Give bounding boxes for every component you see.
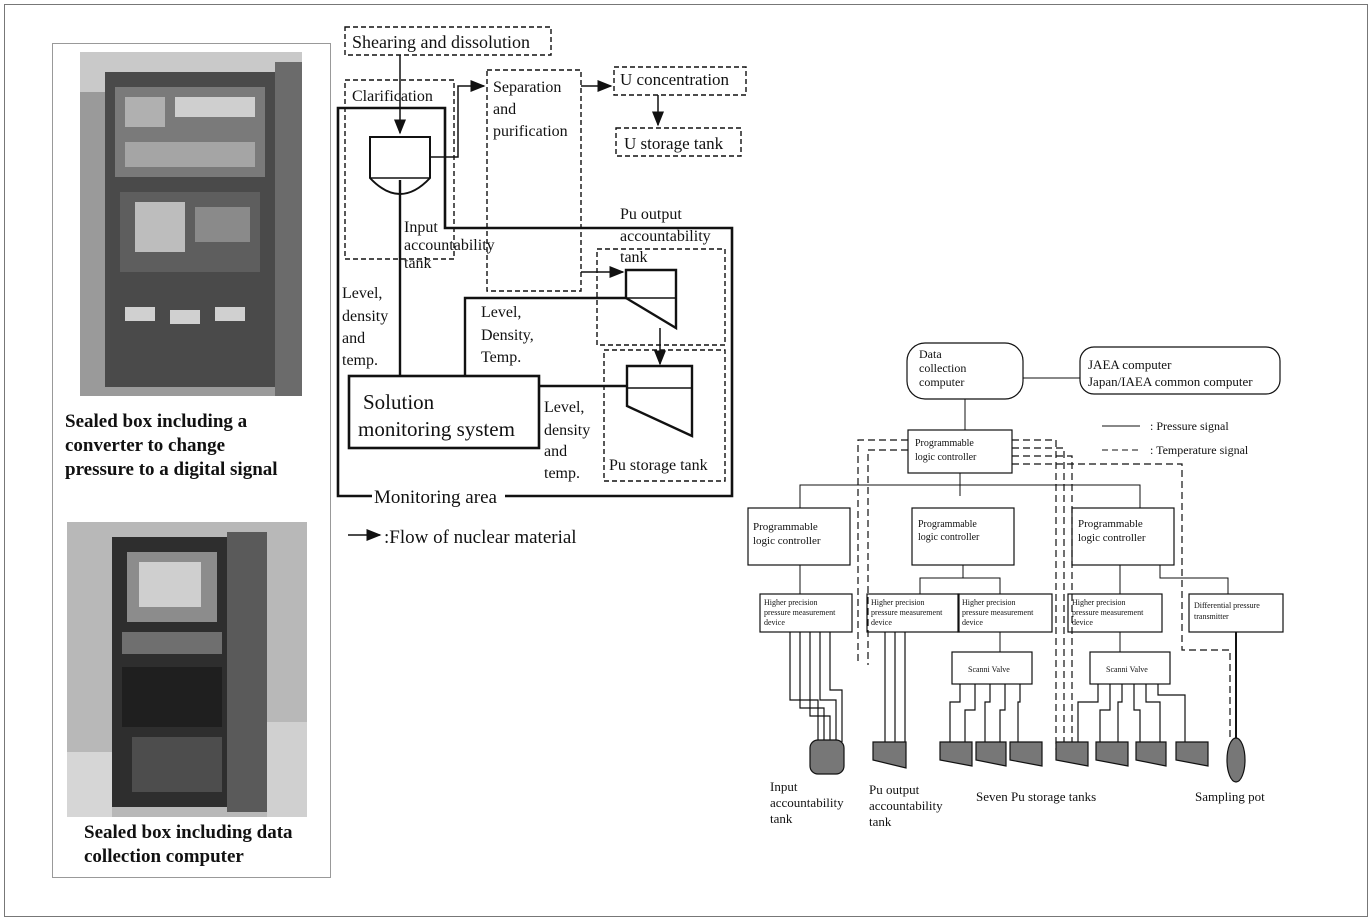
plc-distribution-lines [800,473,1140,508]
device-1-label: device [764,618,785,627]
level-right-label: density [544,422,590,439]
tanks-row [810,738,1245,782]
u-concentration-label: U concentration [620,70,730,89]
device-3-label: Higher precision [962,598,1016,607]
input-tank-label: tank [404,255,432,272]
monitoring-area-label: Monitoring area [374,487,498,508]
clarification-label: Clarification [352,88,433,105]
pu-storage-tank-5-icon [1096,742,1128,766]
pu-storage-tank-1-icon [940,742,972,766]
level-right-label: and [544,443,567,460]
plc-right-label: Programmable [1078,518,1143,530]
seven-tanks-caption: Seven Pu storage tanks [976,789,1096,804]
temperature-signal-lines [858,440,1230,750]
arrow-tank-to-separation [430,86,484,157]
device-5-label: transmitter [1194,612,1229,621]
plc-mid-label: Programmable [918,519,977,530]
separation-label: and [493,101,516,118]
plc-right-label: logic controller [1078,532,1146,544]
data-computer-label: collection [919,361,966,375]
pu-storage-tank-2-icon [976,742,1006,766]
legend-pressure-label: : Pressure signal [1150,419,1229,433]
separation-label: Separation [493,79,561,96]
device-4-label: Higher precision [1072,598,1126,607]
level-mid-label: Density, [481,327,534,344]
pu-storage-tank-7-icon [1176,742,1208,766]
level-mid-label: Temp. [481,349,521,366]
input-tank-caption: tank [770,811,793,826]
device-4-label: pressure measurement [1072,608,1144,617]
separation-label: purification [493,123,568,140]
pu-output-tank-label: accountability [620,228,711,245]
u-storage-label: U storage tank [624,134,724,153]
pu-output-tank-caption: Pu output [869,782,920,797]
level-right-label: Level, [544,399,584,416]
shearing-label: Shearing and dissolution [352,32,530,52]
plc-mid-label: logic controller [918,532,980,543]
pu-storage-tank-4-icon [1056,742,1088,766]
pu-output-tank-label: tank [620,249,648,266]
pu-output-tank-label: Pu output [620,206,682,223]
pu-output-tank-shape [626,270,676,328]
level-left-label: temp. [342,352,378,369]
level-right-label: temp. [544,465,580,482]
pressure-lines-valve1 [950,684,1020,742]
pu-output-tank-icon [873,742,906,768]
plc-main-label: Programmable [915,438,974,449]
pressure-lines-pu-output [885,632,905,742]
solution-monitoring-label: Solution [363,390,435,414]
pu-storage-tank-shape [627,366,692,436]
sampling-pot-caption: Sampling pot [1195,789,1265,804]
device-5-label: Differential pressure [1194,601,1260,610]
pu-storage-tank-3-icon [1010,742,1042,766]
plc-left-label: Programmable [753,521,818,533]
device-2-label: Higher precision [871,598,925,607]
input-tank-label: accountability [404,237,495,254]
plc-device-links [800,565,1228,594]
device-4-label: device [1072,618,1093,627]
data-computer-label: computer [919,375,964,389]
input-tank-label: Input [404,219,438,236]
pu-output-tank-caption: accountability [869,798,943,813]
pu-storage-tank-6-icon [1136,742,1166,766]
pu-storage-label: Pu storage tank [609,457,708,474]
flow-legend-label: :Flow of nuclear material [384,527,577,548]
jaea-computer-label: Japan/IAEA common computer [1088,374,1253,389]
level-mid-label: Level, [481,304,521,321]
scanni-valve-1-label: Scanni Valve [968,665,1010,674]
level-left-label: density [342,308,388,325]
device-3-label: pressure measurement [962,608,1034,617]
device-1-label: pressure measurement [764,608,836,617]
solution-monitoring-label: monitoring system [358,417,515,441]
input-tank-icon [810,740,844,774]
plc-left-label: logic controller [753,535,821,547]
device-2-label: device [871,618,892,627]
input-tank-caption: accountability [770,795,844,810]
device-2-label: pressure measurement [871,608,943,617]
data-computer-label: Data [919,347,942,361]
device-1-label: Higher precision [764,598,818,607]
level-left-label: and [342,330,365,347]
pressure-lines-input-tank [790,632,842,742]
input-tank-caption: Input [770,779,798,794]
system-diagram [748,343,1283,782]
device-3-label: device [962,618,983,627]
legend-temperature-label: : Temperature signal [1150,443,1249,457]
sampling-pot-icon [1227,738,1245,782]
plc-main-label: logic controller [915,452,977,463]
scanni-valve-2-label: Scanni Valve [1106,665,1148,674]
level-left-label: Level, [342,285,382,302]
pu-output-tank-caption: tank [869,814,892,829]
jaea-computer-label: JAEA computer [1088,357,1172,372]
pressure-lines-valve2 [1078,684,1185,742]
